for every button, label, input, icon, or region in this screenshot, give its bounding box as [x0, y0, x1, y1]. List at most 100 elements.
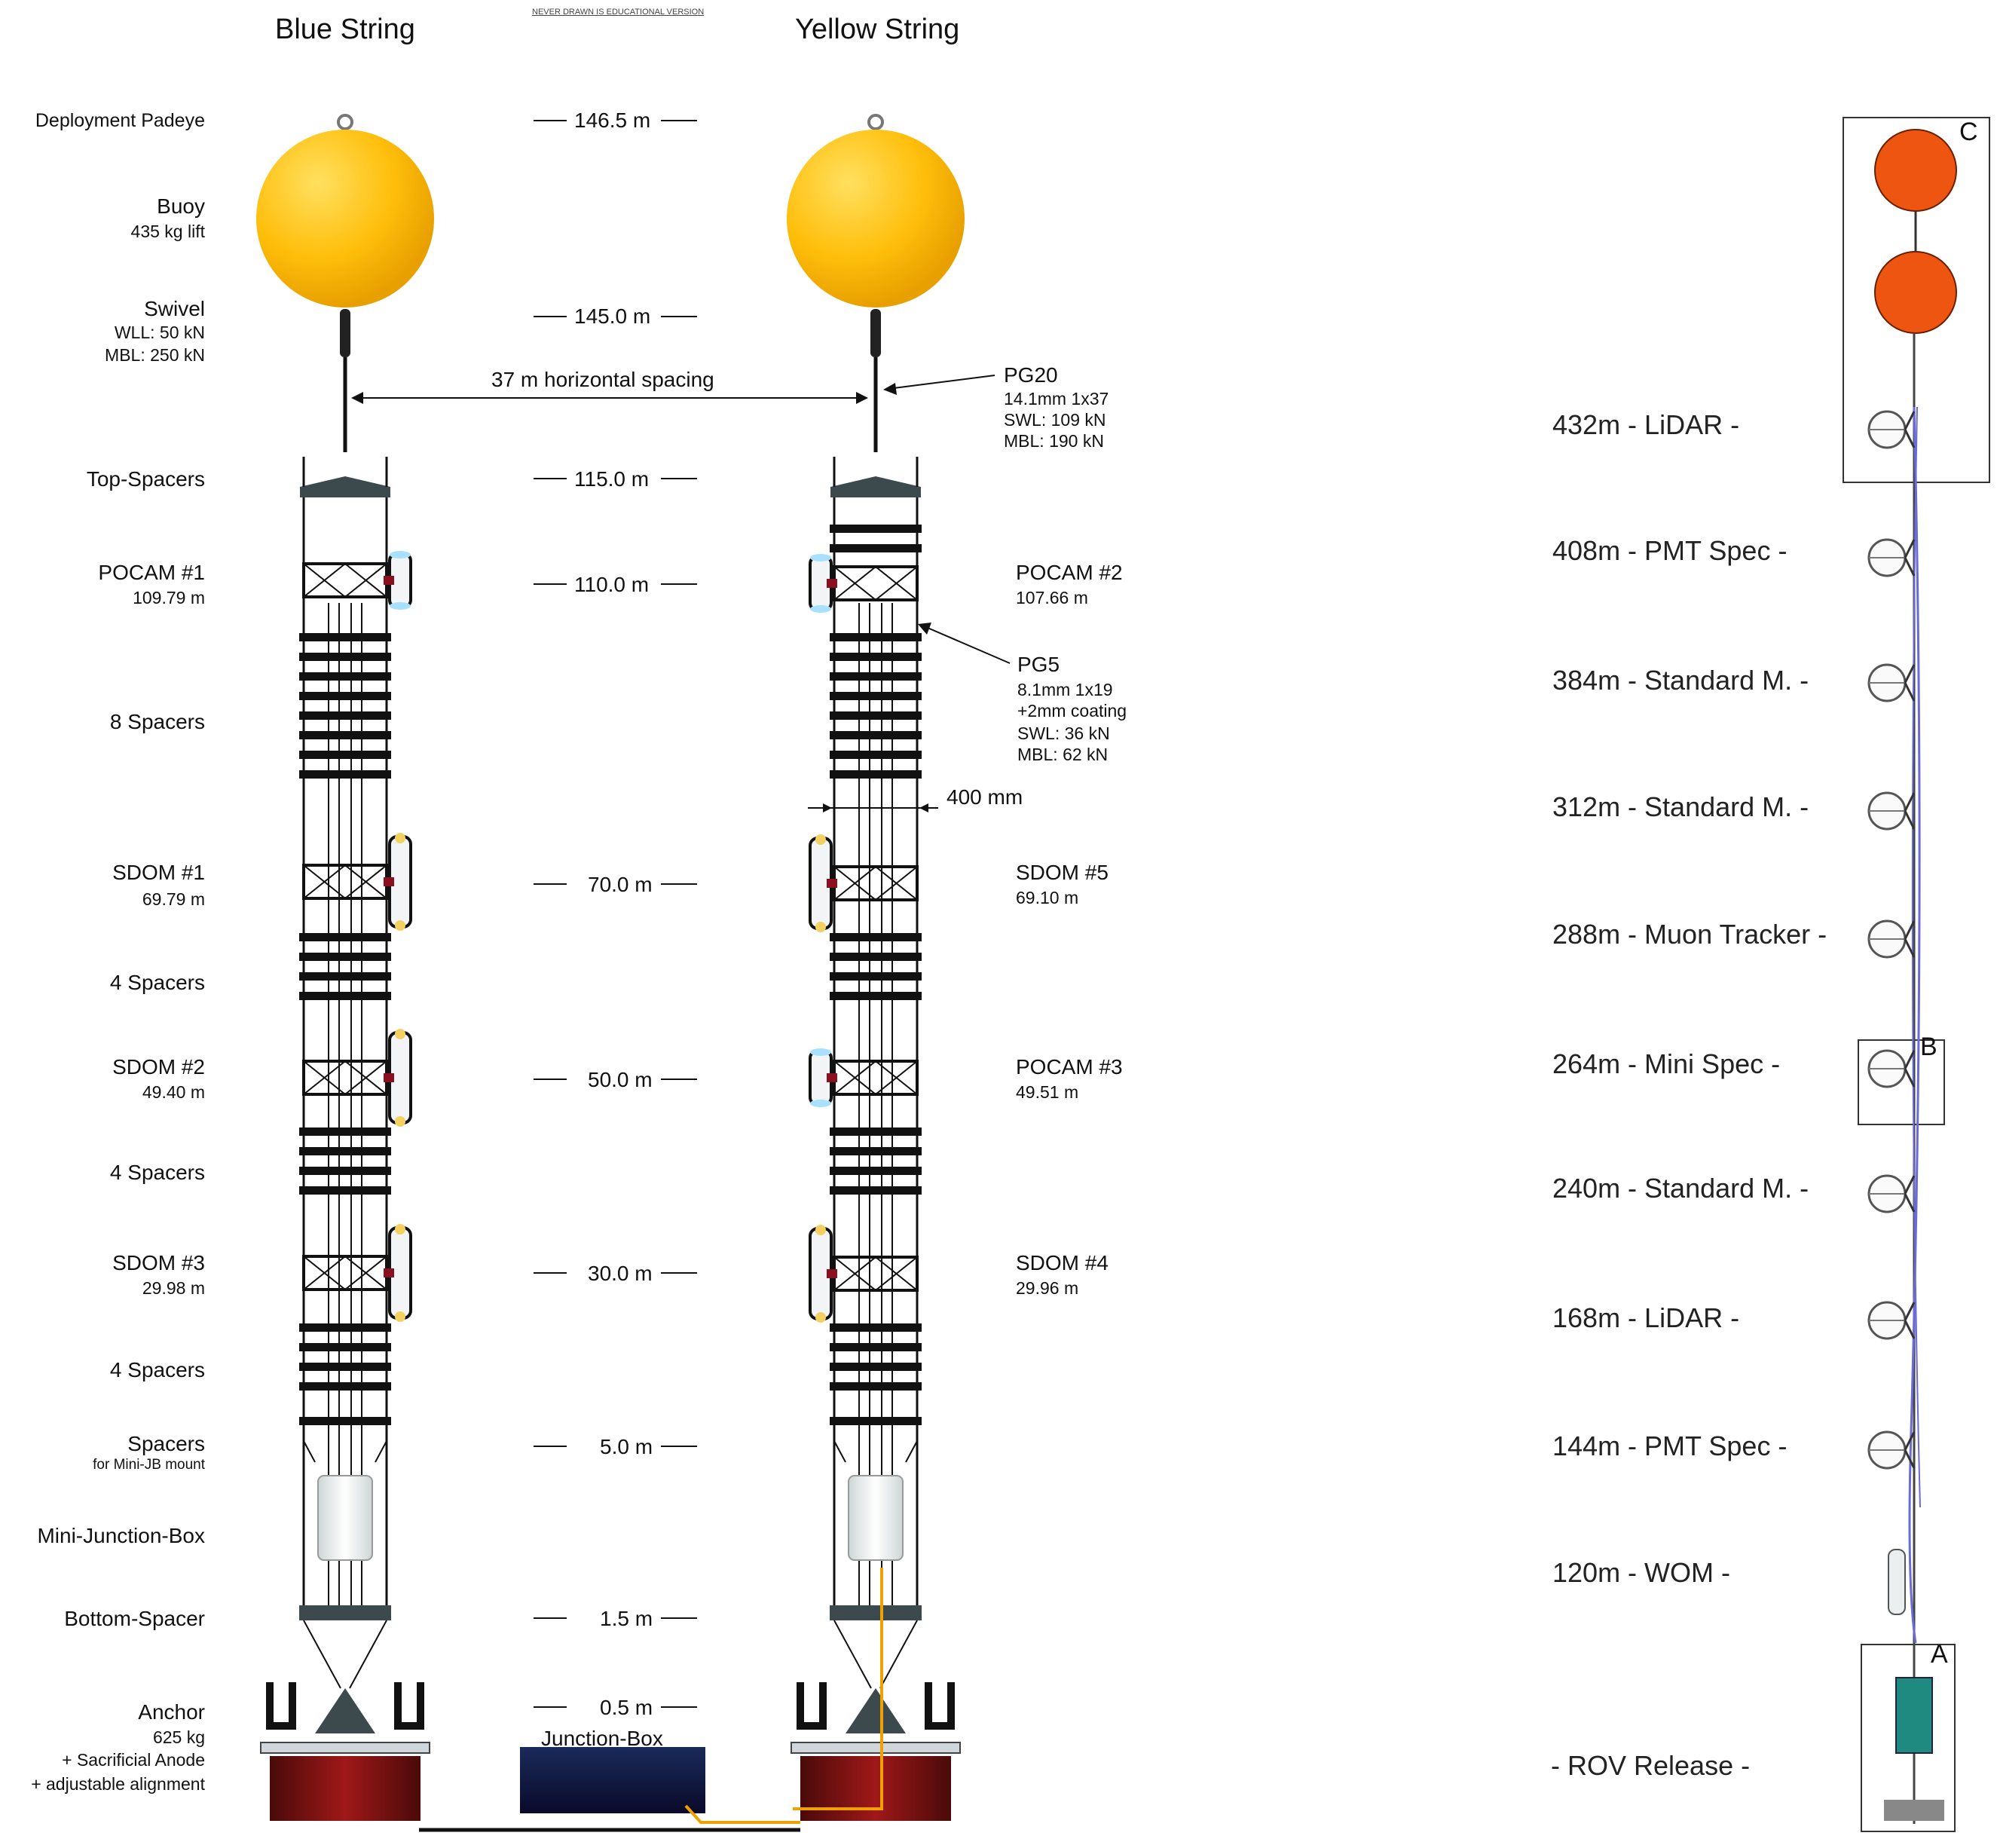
spacer-bar: [299, 1147, 391, 1155]
spacer-bar: [299, 972, 391, 981]
label-sdom3-depth: 29.98 m: [142, 1278, 205, 1298]
label-pocam1: POCAM #1: [98, 561, 205, 584]
mooring-anchor: [1884, 1800, 1944, 1821]
module-mount: [384, 1073, 394, 1082]
box-a: [1861, 1644, 1956, 1832]
spacer-bar: [299, 770, 391, 779]
anchor-frame: [846, 1688, 906, 1733]
spacer-bar: [830, 633, 922, 641]
sdom-pmt: [815, 834, 826, 845]
sdom-pmt: [815, 922, 826, 932]
spacer-bar: [830, 1186, 922, 1195]
mooring-blue-cable: [1911, 406, 1921, 1508]
anchor-bridle: [303, 1620, 341, 1689]
cage-cross: [344, 864, 387, 899]
label-pg5-coating: +2mm coating: [1017, 701, 1127, 721]
cage-cross: [833, 1256, 876, 1291]
cage-cross: [875, 866, 918, 901]
mooring-instrument-bracket: [1904, 1050, 1916, 1088]
pg5-pointer-head: [918, 623, 931, 635]
module-cage: [833, 1060, 919, 1096]
label-pg5-swl: SWL: 36 kN: [1017, 724, 1110, 743]
mini-junction-box: [848, 1475, 904, 1561]
anchor-plate: [791, 1742, 961, 1754]
spacer-bar: [830, 525, 922, 533]
jb-funnel: [375, 1440, 387, 1463]
anchor-weight: [270, 1756, 421, 1821]
horizontal-spacing-label: 37 m horizontal spacing: [491, 368, 714, 391]
label-4-spacers-c: 4 Spacers: [109, 1358, 205, 1381]
spacer-bar: [299, 672, 391, 681]
width-dim-head: [919, 803, 928, 812]
label-swivel-wll: WLL: 50 kN: [114, 323, 205, 342]
pocam-light: [810, 1100, 831, 1107]
anchor-handle: [394, 1682, 424, 1730]
pg20-pointer-head: [883, 383, 897, 395]
spacer-bar: [299, 992, 391, 1000]
anchor-handle: [925, 1682, 955, 1730]
cage-cross: [875, 1060, 918, 1095]
mooring-wom: [1888, 1549, 1906, 1615]
anchor-frame: [315, 1688, 375, 1733]
spacer-bar: [299, 692, 391, 700]
mooring-instrument-bracket: [1904, 539, 1916, 577]
spacer-bar: [299, 933, 391, 941]
spacer-bar: [830, 672, 922, 681]
label-pg20-mbl: MBL: 190 kN: [1004, 431, 1104, 451]
pocam-light: [390, 551, 411, 558]
spacer-bar: [830, 653, 922, 661]
cage-cross: [344, 1256, 387, 1290]
cage-cross: [875, 1256, 918, 1291]
spacer-bar: [830, 1363, 922, 1371]
spacer-bar: [830, 1382, 922, 1391]
mooring-instrument-bracket: [1904, 1431, 1916, 1469]
pocam-light: [810, 1048, 831, 1056]
swivel-body: [870, 309, 881, 357]
height-label-115-0: 115.0 m: [574, 467, 650, 491]
pg5-pointer: [922, 625, 1011, 664]
mooring-instrument-bracket: [1904, 792, 1916, 830]
label-anchor-anode: + Sacrificial Anode: [62, 1750, 205, 1770]
label-pg20-swl: SWL: 109 kN: [1004, 410, 1106, 430]
mooring-label-120m: 120m - WOM -: [1552, 1557, 1731, 1588]
top-spacer: [830, 476, 921, 497]
module-mount: [384, 1268, 394, 1277]
module-cage: [302, 1255, 388, 1291]
module-cage: [833, 1256, 919, 1292]
spacing-arrow-head: [351, 392, 363, 404]
module-cage: [833, 865, 919, 901]
pocam-light: [390, 602, 411, 610]
label-pocam3: POCAM #3: [1016, 1055, 1123, 1079]
header-blue-string: Blue String: [275, 14, 415, 45]
pg20-pointer: [887, 375, 995, 390]
module-mount: [827, 1269, 837, 1278]
label-sdom4: SDOM #4: [1016, 1251, 1109, 1274]
label-pocam3-depth: 49.51 m: [1016, 1082, 1079, 1102]
box-b: [1858, 1039, 1945, 1125]
mooring-label-288m: 288m - Muon Tracker -: [1552, 919, 1827, 950]
anchor-bridle: [833, 1620, 872, 1689]
label-4-spacers-a: 4 Spacers: [109, 971, 205, 994]
height-label-30-0: 30.0 m: [588, 1262, 653, 1285]
module-mount: [827, 879, 837, 888]
spacer-bar: [299, 653, 391, 661]
module-cage: [302, 562, 388, 598]
anchor-bridle: [349, 1620, 387, 1689]
anchor-plate: [260, 1742, 430, 1754]
label-pg20-diameter: 14.1mm 1x37: [1004, 389, 1109, 408]
sdom-pmt: [395, 1311, 405, 1322]
spacer-bar: [299, 1382, 391, 1391]
module-mount: [384, 576, 394, 585]
jb-funnel: [833, 1440, 846, 1463]
cage-cross: [833, 1060, 876, 1095]
spacer-bar: [830, 933, 922, 941]
sdom-pmt: [395, 1224, 405, 1235]
label-sdom4-depth: 29.96 m: [1016, 1278, 1079, 1298]
label-spacers-jb-sub: for Mini-JB mount: [93, 1457, 205, 1473]
label-400mm: 400 mm: [947, 785, 1023, 809]
top-spacer: [300, 476, 390, 497]
bottom-spacer: [299, 1605, 391, 1620]
label-sdom1: SDOM #1: [112, 861, 205, 884]
mooring-label-144m: 144m - PMT Spec -: [1552, 1430, 1788, 1461]
spacer-bar: [830, 953, 922, 961]
